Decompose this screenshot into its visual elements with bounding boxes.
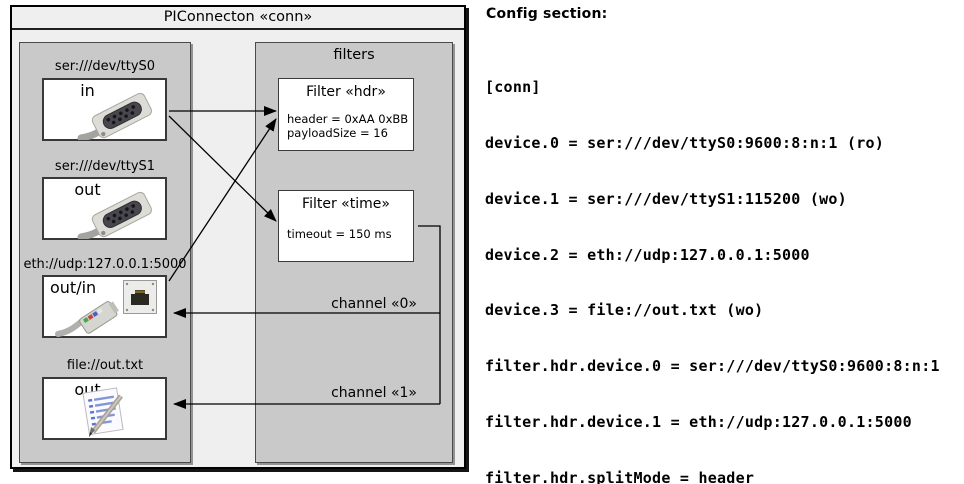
connector-diagram: PIConnecton «conn» ser:///dev/ttyS0 in <box>10 5 466 469</box>
device-box-file: out <box>42 377 167 440</box>
channel-1-label: channel «1» <box>331 385 417 401</box>
filters-panel-title: filters <box>333 47 375 63</box>
filter-hdr-box: Filter «hdr» header = 0xAA 0xBB payloadS… <box>278 78 414 151</box>
config-line: device.3 = file://out.txt (wo) <box>485 301 764 320</box>
rj45-cable-image <box>55 301 119 337</box>
serial-connector-image <box>77 92 152 140</box>
device-url-ttyS1: ser:///dev/ttyS1 <box>54 159 156 174</box>
config-line: device.2 = eth://udp:127.0.0.1:5000 <box>485 245 810 264</box>
channel-0-label: channel «0» <box>331 296 417 312</box>
config-line: device.0 = ser:///dev/ttyS0:9600:8:n:1 (… <box>485 133 885 152</box>
config-line: filter.hdr.device.1 = eth://udp:127.0.0.… <box>485 412 912 431</box>
config-section-heading: Config section: <box>486 6 608 22</box>
device-box-eth: out/in <box>42 275 167 338</box>
devices-panel: ser:///dev/ttyS0 in ser:///dev/ttyS1 out <box>19 42 191 463</box>
config-line: device.1 = ser:///dev/ttyS1:115200 (wo) <box>485 189 847 208</box>
filter-time-title: Filter «time» <box>302 196 390 212</box>
serial-connector-image <box>77 191 152 239</box>
filter-attr: header = 0xAA 0xBB <box>287 112 409 126</box>
config-line: [conn] <box>485 78 541 97</box>
filters-panel: filters Filter «hdr» header = 0xAA 0xBB … <box>255 42 453 463</box>
diagram-title-bar: PIConnecton «conn» <box>12 7 464 30</box>
notepad-pencil-icon <box>82 387 124 437</box>
diagram-title: PIConnecton «conn» <box>163 9 313 25</box>
filter-attr: payloadSize = 16 <box>287 126 388 140</box>
device-url-eth: eth://udp:127.0.0.1:5000 <box>23 257 187 272</box>
filter-time-attrs: timeout = 150 ms <box>287 227 409 241</box>
device-mode-label: in <box>80 81 95 100</box>
filter-hdr-attrs: header = 0xAA 0xBB payloadSize = 16 <box>287 112 409 140</box>
filter-hdr-title: Filter «hdr» <box>306 84 386 100</box>
filter-time-box: Filter «time» timeout = 150 ms <box>278 190 414 262</box>
device-mode-label: out/in <box>50 278 97 297</box>
config-line: filter.hdr.device.0 = ser:///dev/ttyS0:9… <box>485 357 940 376</box>
ethernet-port-icon <box>123 280 157 314</box>
device-url-ttyS0: ser:///dev/ttyS0 <box>54 59 156 74</box>
device-box-ttyS0: in <box>42 78 167 141</box>
device-box-ttyS1: out <box>42 177 167 240</box>
device-mode-label: out <box>74 180 101 199</box>
config-line: filter.hdr.splitMode = header <box>485 468 755 484</box>
config-section-body: [conn] device.0 = ser:///dev/ttyS0:9600:… <box>485 41 949 484</box>
device-url-file: file://out.txt <box>66 358 144 373</box>
filter-attr: timeout = 150 ms <box>287 227 392 241</box>
